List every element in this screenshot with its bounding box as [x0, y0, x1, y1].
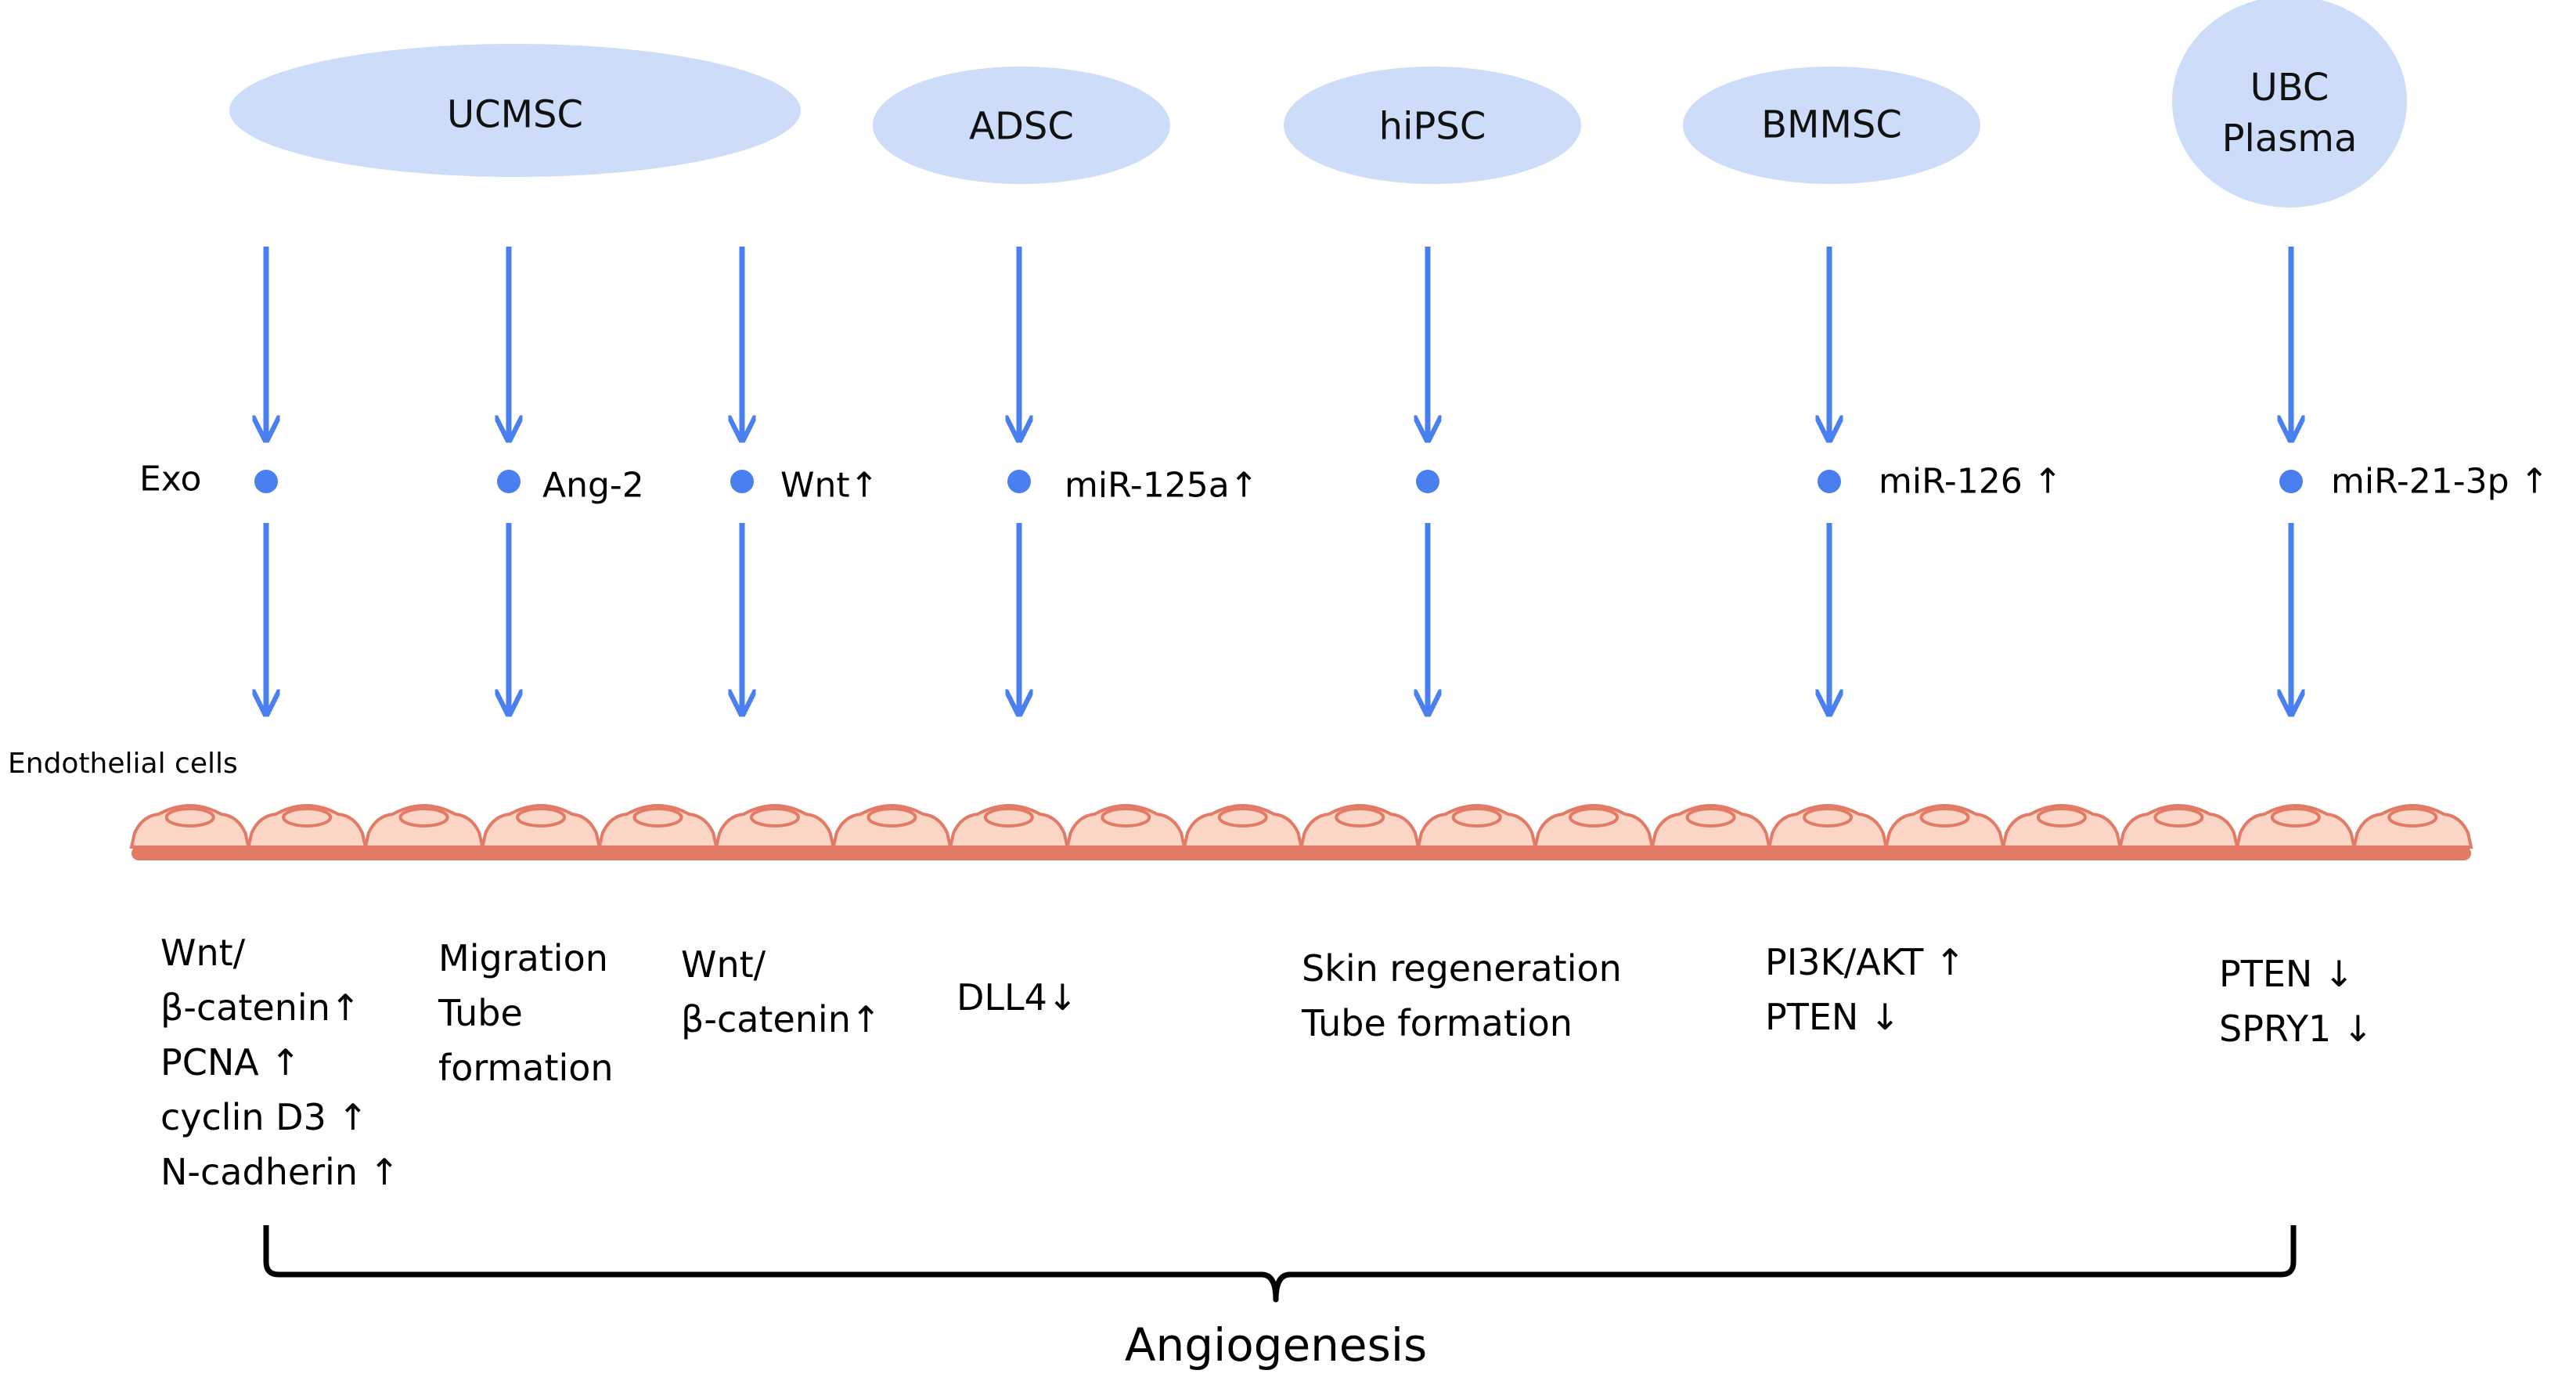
angiogenesis-label: Angiogenesis [1124, 1318, 1428, 1372]
effect-list-mir126: PI3K/AKT ↑ PTEN ↓ [1765, 936, 1965, 1045]
cell-nucleus [749, 807, 800, 828]
effect-list-mir21: PTEN ↓ SPRY1 ↓ [2219, 947, 2373, 1057]
cell-nucleus [1919, 807, 1970, 828]
cell-nucleus [1803, 807, 1854, 828]
effect-line: Wnt/ [681, 943, 766, 986]
effect-line: formation [438, 1046, 614, 1089]
source-ellipse-ucmsc [229, 44, 801, 177]
cell-nucleus [983, 807, 1034, 828]
effect-line: N-cadherin ↑ [160, 1150, 400, 1193]
cell-nucleus [1335, 807, 1385, 828]
mediator-dot [1416, 470, 1439, 493]
source-label-hipsc: hiPSC [1378, 104, 1486, 149]
angiogenesis-brace [263, 1225, 2297, 1303]
effect-list-mir125a: DLL4↓ [957, 971, 1078, 1026]
effect-line: SPRY1 ↓ [2219, 1007, 2373, 1050]
mediator-label-exo: Exo [139, 459, 202, 499]
source-ellipse-ubc-plasma [2172, 0, 2407, 207]
source-ellipse-bmmsc [1683, 67, 1980, 184]
source-ellipse-adsc [873, 67, 1170, 184]
cell-nucleus [1451, 807, 1502, 828]
effect-list-wnt: Wnt/ β-catenin↑ [681, 938, 881, 1047]
effect-line: Wnt/ [160, 932, 246, 974]
cell-nucleus [1685, 807, 1736, 828]
effect-line: Tube formation [1302, 1001, 1573, 1044]
effect-line: β-catenin↑ [681, 997, 881, 1040]
mediator-label-mir21: miR-21-3p ↑ [2331, 461, 2549, 502]
source-label-bmmsc: BMMSC [1761, 103, 1902, 147]
mediator-dot [497, 470, 521, 493]
source-label-ucmsc: UCMSC [446, 92, 584, 137]
effect-line: Skin regeneration [1302, 947, 1622, 990]
effect-line: Migration [438, 937, 608, 979]
cell-nucleus [398, 807, 449, 828]
mediator-dot [1007, 470, 1031, 493]
cell-nucleus [1101, 807, 1151, 828]
mediator-dot [730, 470, 754, 493]
cell-nucleus [2036, 807, 2087, 828]
effect-list-ang2: Migration Tube formation [438, 932, 614, 1096]
mediator-dot [1818, 470, 1841, 493]
mediator-dot [254, 470, 278, 493]
endothelial-cell-layer [129, 804, 2473, 849]
basement-membrane [132, 846, 2471, 860]
effect-line: PCNA ↑ [160, 1040, 301, 1084]
cell-nucleus [282, 807, 333, 828]
cell-nucleus [2387, 807, 2438, 828]
cell-nucleus [1217, 807, 1268, 828]
source-label-adsc: ADSC [969, 104, 1074, 149]
cell-nucleus [164, 807, 215, 828]
effect-line: β-catenin↑ [160, 986, 361, 1029]
source-ellipse-hipsc [1284, 67, 1581, 184]
effect-list-hipsc: Skin regeneration Tube formation [1302, 942, 1622, 1051]
mediator-label-wnt: Wnt↑ [780, 465, 879, 506]
cell-nucleus [2270, 807, 2321, 828]
cell-nucleus [2153, 807, 2204, 828]
cell-nucleus [632, 807, 683, 828]
mediator-dot [2279, 470, 2303, 493]
cell-nucleus [516, 807, 567, 828]
cell-nucleus [1569, 807, 1619, 828]
cell-nucleus [866, 807, 917, 828]
endothelial-cells-label: Endothelial cells [8, 748, 238, 780]
effect-line: PTEN ↓ [2219, 953, 2354, 995]
mediator-label-ang2: Ang-2 [542, 465, 644, 506]
mediator-label-mir126: miR-126 ↑ [1879, 461, 2063, 502]
effect-line: PI3K/AKT ↑ [1765, 941, 1965, 983]
effect-list-ucmsc-exo: Wnt/ β-catenin↑ PCNA ↑ cyclin D3 ↑ N-cad… [160, 926, 399, 1200]
arrow-group [254, 247, 2303, 714]
effect-line: Tube [438, 991, 523, 1034]
mediator-label-mir125a: miR-125a↑ [1065, 465, 1259, 506]
effect-line: DLL4↓ [957, 976, 1078, 1019]
effect-line: PTEN ↓ [1765, 995, 1900, 1038]
effect-line: cyclin D3 ↑ [160, 1095, 368, 1138]
source-label-ubc-plasma: UBC Plasma [2221, 66, 2358, 160]
